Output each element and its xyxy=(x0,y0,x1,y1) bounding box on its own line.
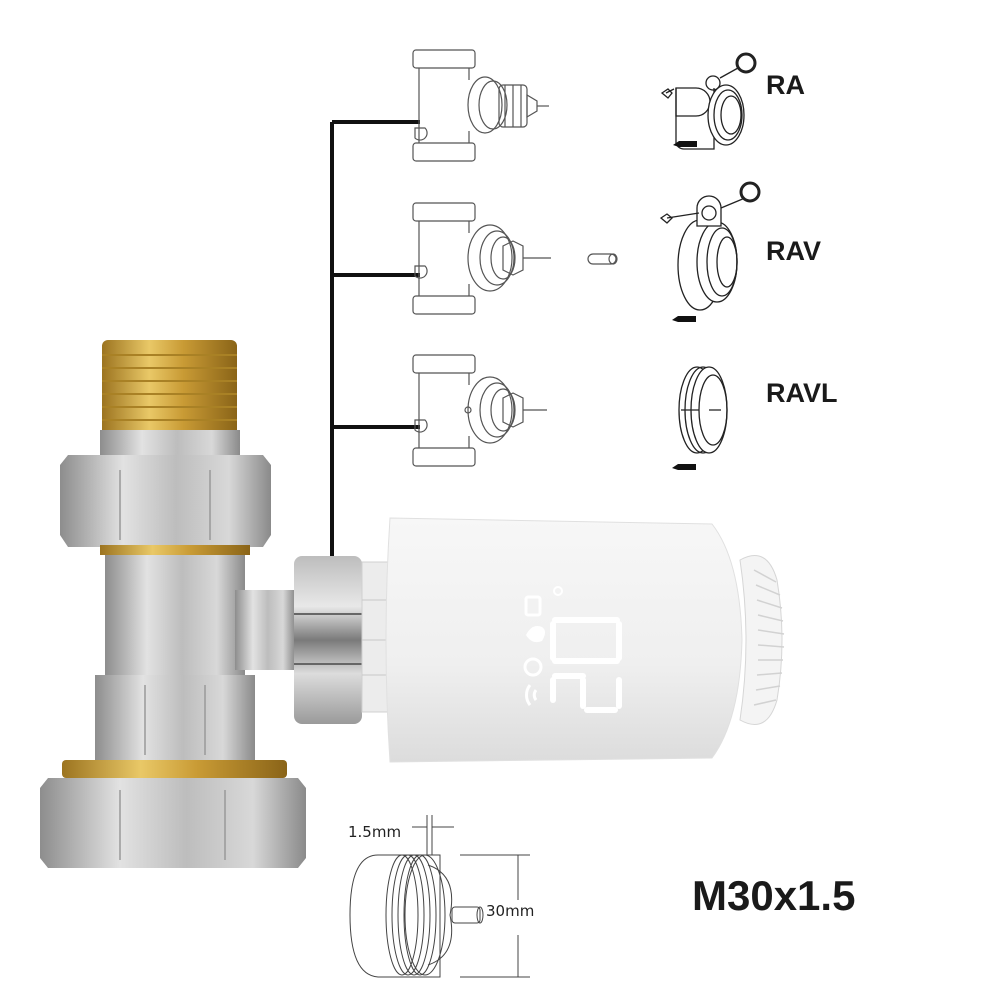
valve-diagram-ra xyxy=(405,45,549,165)
adapter-label-ravl: RAVL xyxy=(766,378,838,408)
coupling-nut xyxy=(292,552,367,728)
radiator-valve xyxy=(40,330,380,890)
valve-ra-icon xyxy=(412,49,549,162)
degree-icon xyxy=(553,586,563,596)
valve-ravl-icon xyxy=(412,354,547,467)
thread-spec-label: M30x1.5 xyxy=(692,872,856,919)
flame-icon xyxy=(526,626,545,643)
adapter-ravl xyxy=(665,358,755,473)
adapter-ra-icon xyxy=(660,52,757,150)
valve-diagram-rav xyxy=(405,198,645,318)
adapter-ra xyxy=(658,48,768,158)
thermostat-body-icon xyxy=(361,517,785,763)
valve-diagram-ravl xyxy=(405,350,555,470)
thermostat-display: 20 xyxy=(520,585,640,715)
wifi-icon xyxy=(525,684,538,706)
valve-rav-icon xyxy=(412,202,618,315)
adapter-dimension-icon xyxy=(349,815,530,978)
adapter-rav-icon xyxy=(659,181,761,322)
display-icons xyxy=(523,586,622,713)
adapter-ravl-icon xyxy=(672,366,728,470)
adapter-label-rav: RAV xyxy=(766,236,822,266)
diameter-label: 30mm xyxy=(486,902,535,920)
adapter-label-ra: RA xyxy=(766,70,805,100)
clock-icon xyxy=(523,657,543,677)
dimension-diagram xyxy=(340,815,580,995)
coupling-nut-icon xyxy=(294,556,362,724)
smart-thermostat xyxy=(361,500,792,770)
adapter-rav xyxy=(655,180,765,330)
valve-body-icon xyxy=(40,340,306,868)
battery-icon xyxy=(524,595,542,617)
thread-pitch-label: 1.5mm xyxy=(348,823,402,841)
